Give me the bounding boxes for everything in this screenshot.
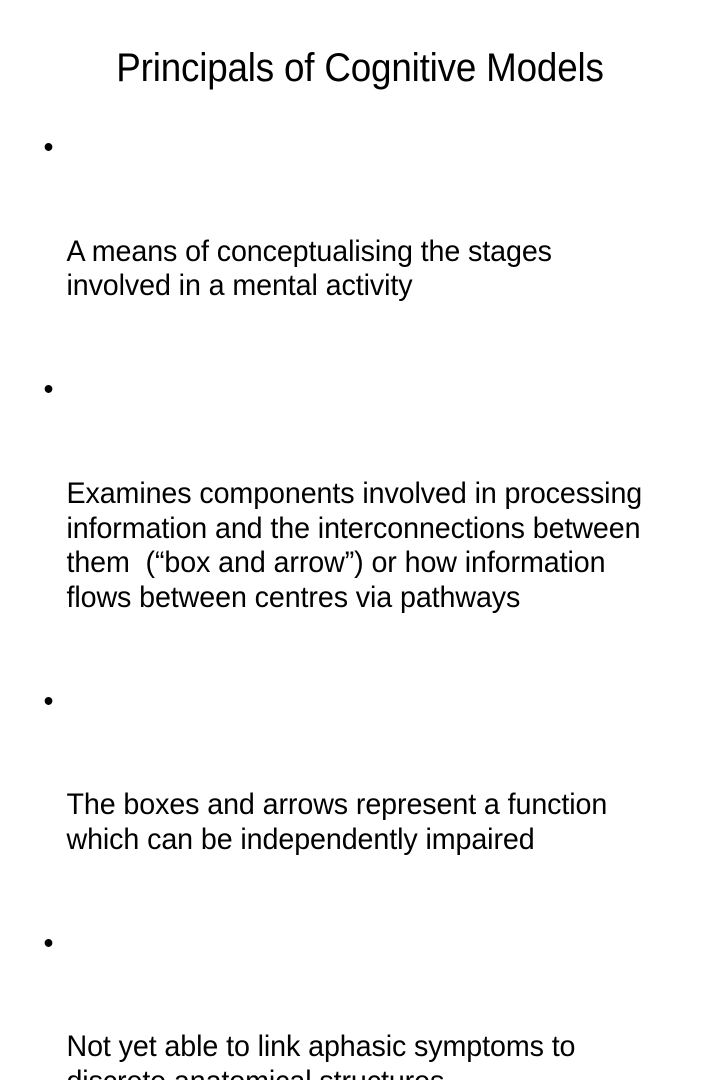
slide-canvas: Principals of Cognitive Models • A means…	[43, 46, 643, 1080]
list-item-text: The boxes and arrows represent a functio…	[66, 788, 616, 856]
list-item: • Examines components involved in proces…	[34, 373, 653, 684]
bullet-icon: •	[43, 926, 54, 960]
bullet-icon: •	[43, 131, 54, 164]
bullet-icon: •	[43, 373, 54, 407]
list-item: • The boxes and arrows represent a funct…	[34, 685, 653, 927]
list-item: • Not yet able to link aphasic symptoms …	[34, 927, 653, 1080]
list-item: • A means of conceptualising the stages …	[34, 131, 653, 373]
page-title: Principals of Cognitive Models	[116, 46, 604, 90]
list-item-text: Examines components involved in processi…	[66, 476, 651, 614]
bullet-icon: •	[43, 684, 54, 718]
list-item-text: A means of conceptualising the stages in…	[66, 234, 560, 303]
list-item-text: Not yet able to link aphasic symptoms to…	[66, 1030, 576, 1080]
bullet-list: • A means of conceptualising the stages …	[34, 131, 682, 1080]
